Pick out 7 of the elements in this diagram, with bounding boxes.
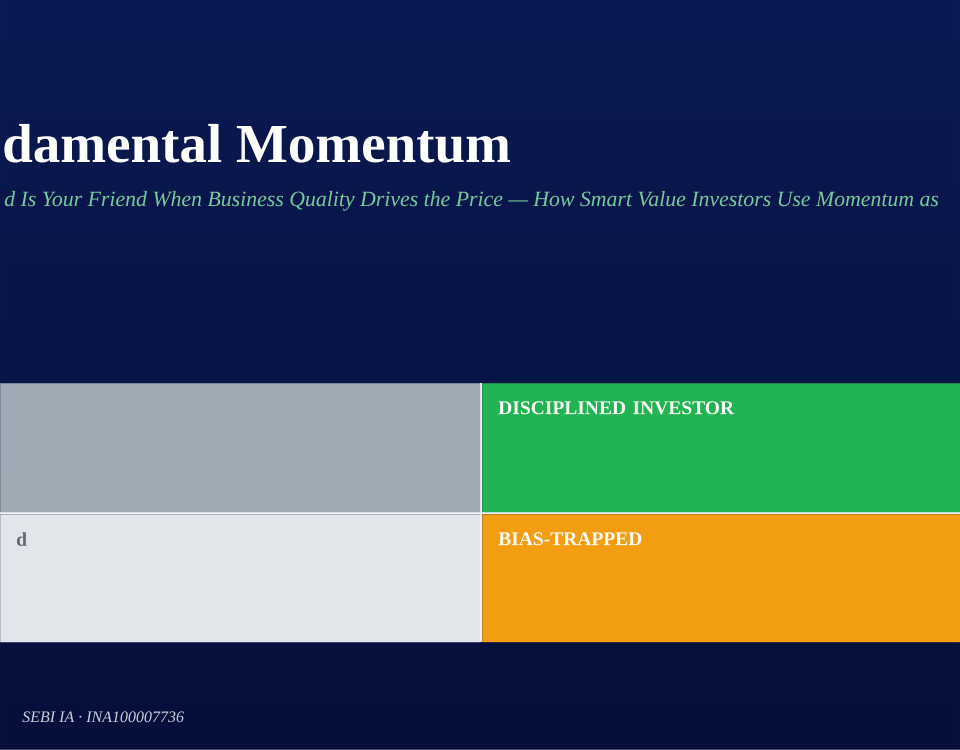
quadrant-cell: d xyxy=(0,514,480,642)
quadrant-cell: BIAS-TRAPPED xyxy=(482,514,960,642)
title: damental Momentum xyxy=(4,124,510,163)
subtitle: d Is Your Friend When Business Quality Drives the Price — How Smart Value Investors Use Momentum as xyxy=(4,190,938,211)
quadrant-cell xyxy=(0,383,480,512)
footer-note: SEBI IA · INA100007736 xyxy=(22,711,184,722)
quadrant-cell: DISCIPLINED INVESTOR xyxy=(482,383,960,512)
